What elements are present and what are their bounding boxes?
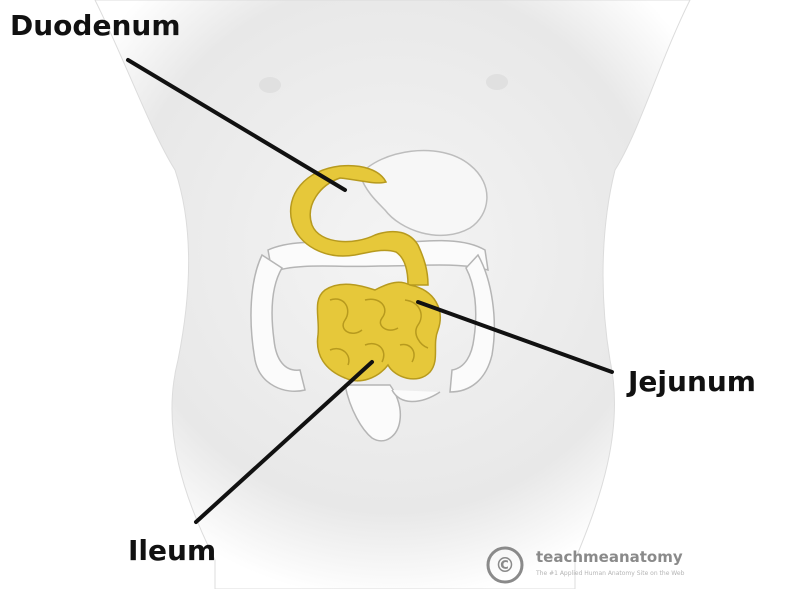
watermark-tagline: The #1 Applied Human Anatomy Site on the… bbox=[536, 570, 684, 577]
right-nipple bbox=[486, 74, 508, 90]
copyright-symbol: © bbox=[494, 551, 516, 579]
left-nipple bbox=[259, 77, 281, 93]
small-intestine-coils bbox=[317, 282, 440, 380]
label-ileum: Ileum bbox=[128, 537, 216, 565]
label-jejunum: Jejunum bbox=[628, 368, 756, 396]
label-duodenum: Duodenum bbox=[10, 12, 181, 40]
watermark-brand: teachmeanatomy bbox=[536, 548, 683, 566]
